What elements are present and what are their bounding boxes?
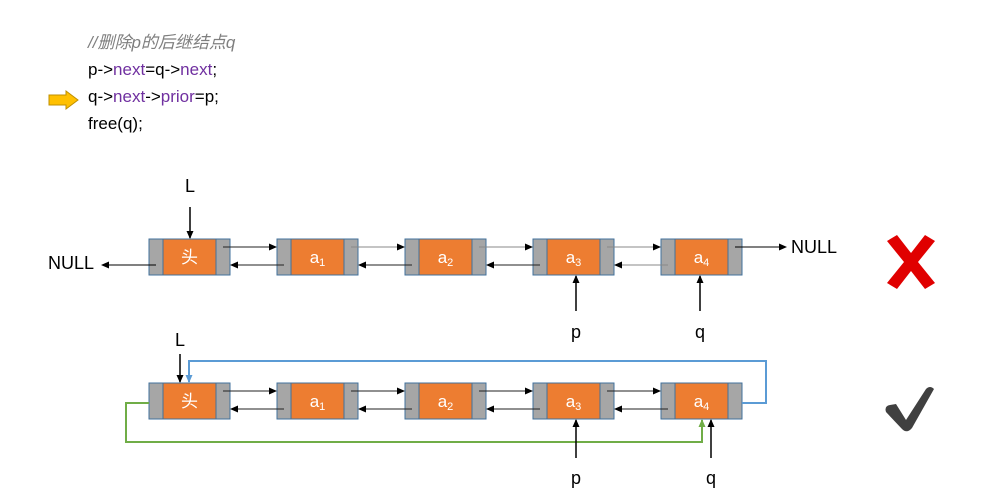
code-text: =p;: [194, 87, 219, 106]
list-node: a2: [404, 238, 487, 276]
code-comment: //删除p的后继结点q: [88, 33, 236, 52]
next-field: [727, 238, 743, 276]
next-field: [343, 238, 359, 276]
next-field: [215, 238, 231, 276]
pointer-q-label: q: [706, 468, 716, 488]
current-line-arrow-icon: [48, 90, 79, 110]
code-text: q->: [88, 87, 114, 106]
list-node: a3: [532, 238, 615, 276]
list-node: a1: [276, 382, 359, 420]
circular-prior-link: [125, 402, 706, 443]
next-field: [727, 382, 743, 420]
pointer-p-label: p: [571, 468, 581, 488]
head-pointer-label: L: [175, 330, 185, 350]
pointer-p-label: p: [571, 322, 581, 342]
next-field: [215, 382, 231, 420]
data-field: [290, 382, 345, 420]
list-node: 头: [148, 238, 231, 276]
code-keyword: prior: [160, 87, 195, 106]
null-label-left: NULL: [48, 253, 94, 273]
list-node: a3: [532, 382, 615, 420]
node-label: 头: [181, 392, 198, 411]
data-field: [546, 382, 601, 420]
next-field: [471, 382, 487, 420]
data-field: [290, 238, 345, 276]
circular-next-link: [185, 360, 767, 404]
pointer-q-label: q: [695, 322, 705, 342]
null-label-right: NULL: [791, 237, 837, 257]
next-field: [599, 382, 615, 420]
list-node: 头: [148, 382, 231, 420]
code-text: =q->: [145, 60, 181, 79]
code-line: p->next=q->next;: [88, 60, 217, 80]
next-field: [343, 382, 359, 420]
code-line: free(q);: [88, 114, 143, 134]
data-field: [418, 382, 473, 420]
next-field: [471, 238, 487, 276]
code-keyword: next: [113, 60, 146, 79]
head-pointer-label: L: [185, 176, 195, 196]
code-keyword: next: [180, 60, 213, 79]
list-node: a4: [660, 382, 743, 420]
node-label: 头: [181, 248, 198, 267]
code-text: ;: [212, 60, 218, 79]
code-text: free(q);: [88, 114, 143, 133]
code-keyword: next: [113, 87, 146, 106]
data-field: [546, 238, 601, 276]
list-node: a1: [276, 238, 359, 276]
data-field: [674, 238, 729, 276]
cross-icon: [887, 235, 935, 289]
code-line: q->next->prior=p;: [88, 87, 219, 107]
list-node: a4: [660, 238, 743, 276]
code-text: ->: [145, 87, 161, 106]
code-text: p->: [88, 60, 114, 79]
list-node: a2: [404, 382, 487, 420]
data-field: [162, 382, 217, 420]
data-field: [162, 238, 217, 276]
next-field: [599, 238, 615, 276]
check-icon: [885, 387, 934, 432]
